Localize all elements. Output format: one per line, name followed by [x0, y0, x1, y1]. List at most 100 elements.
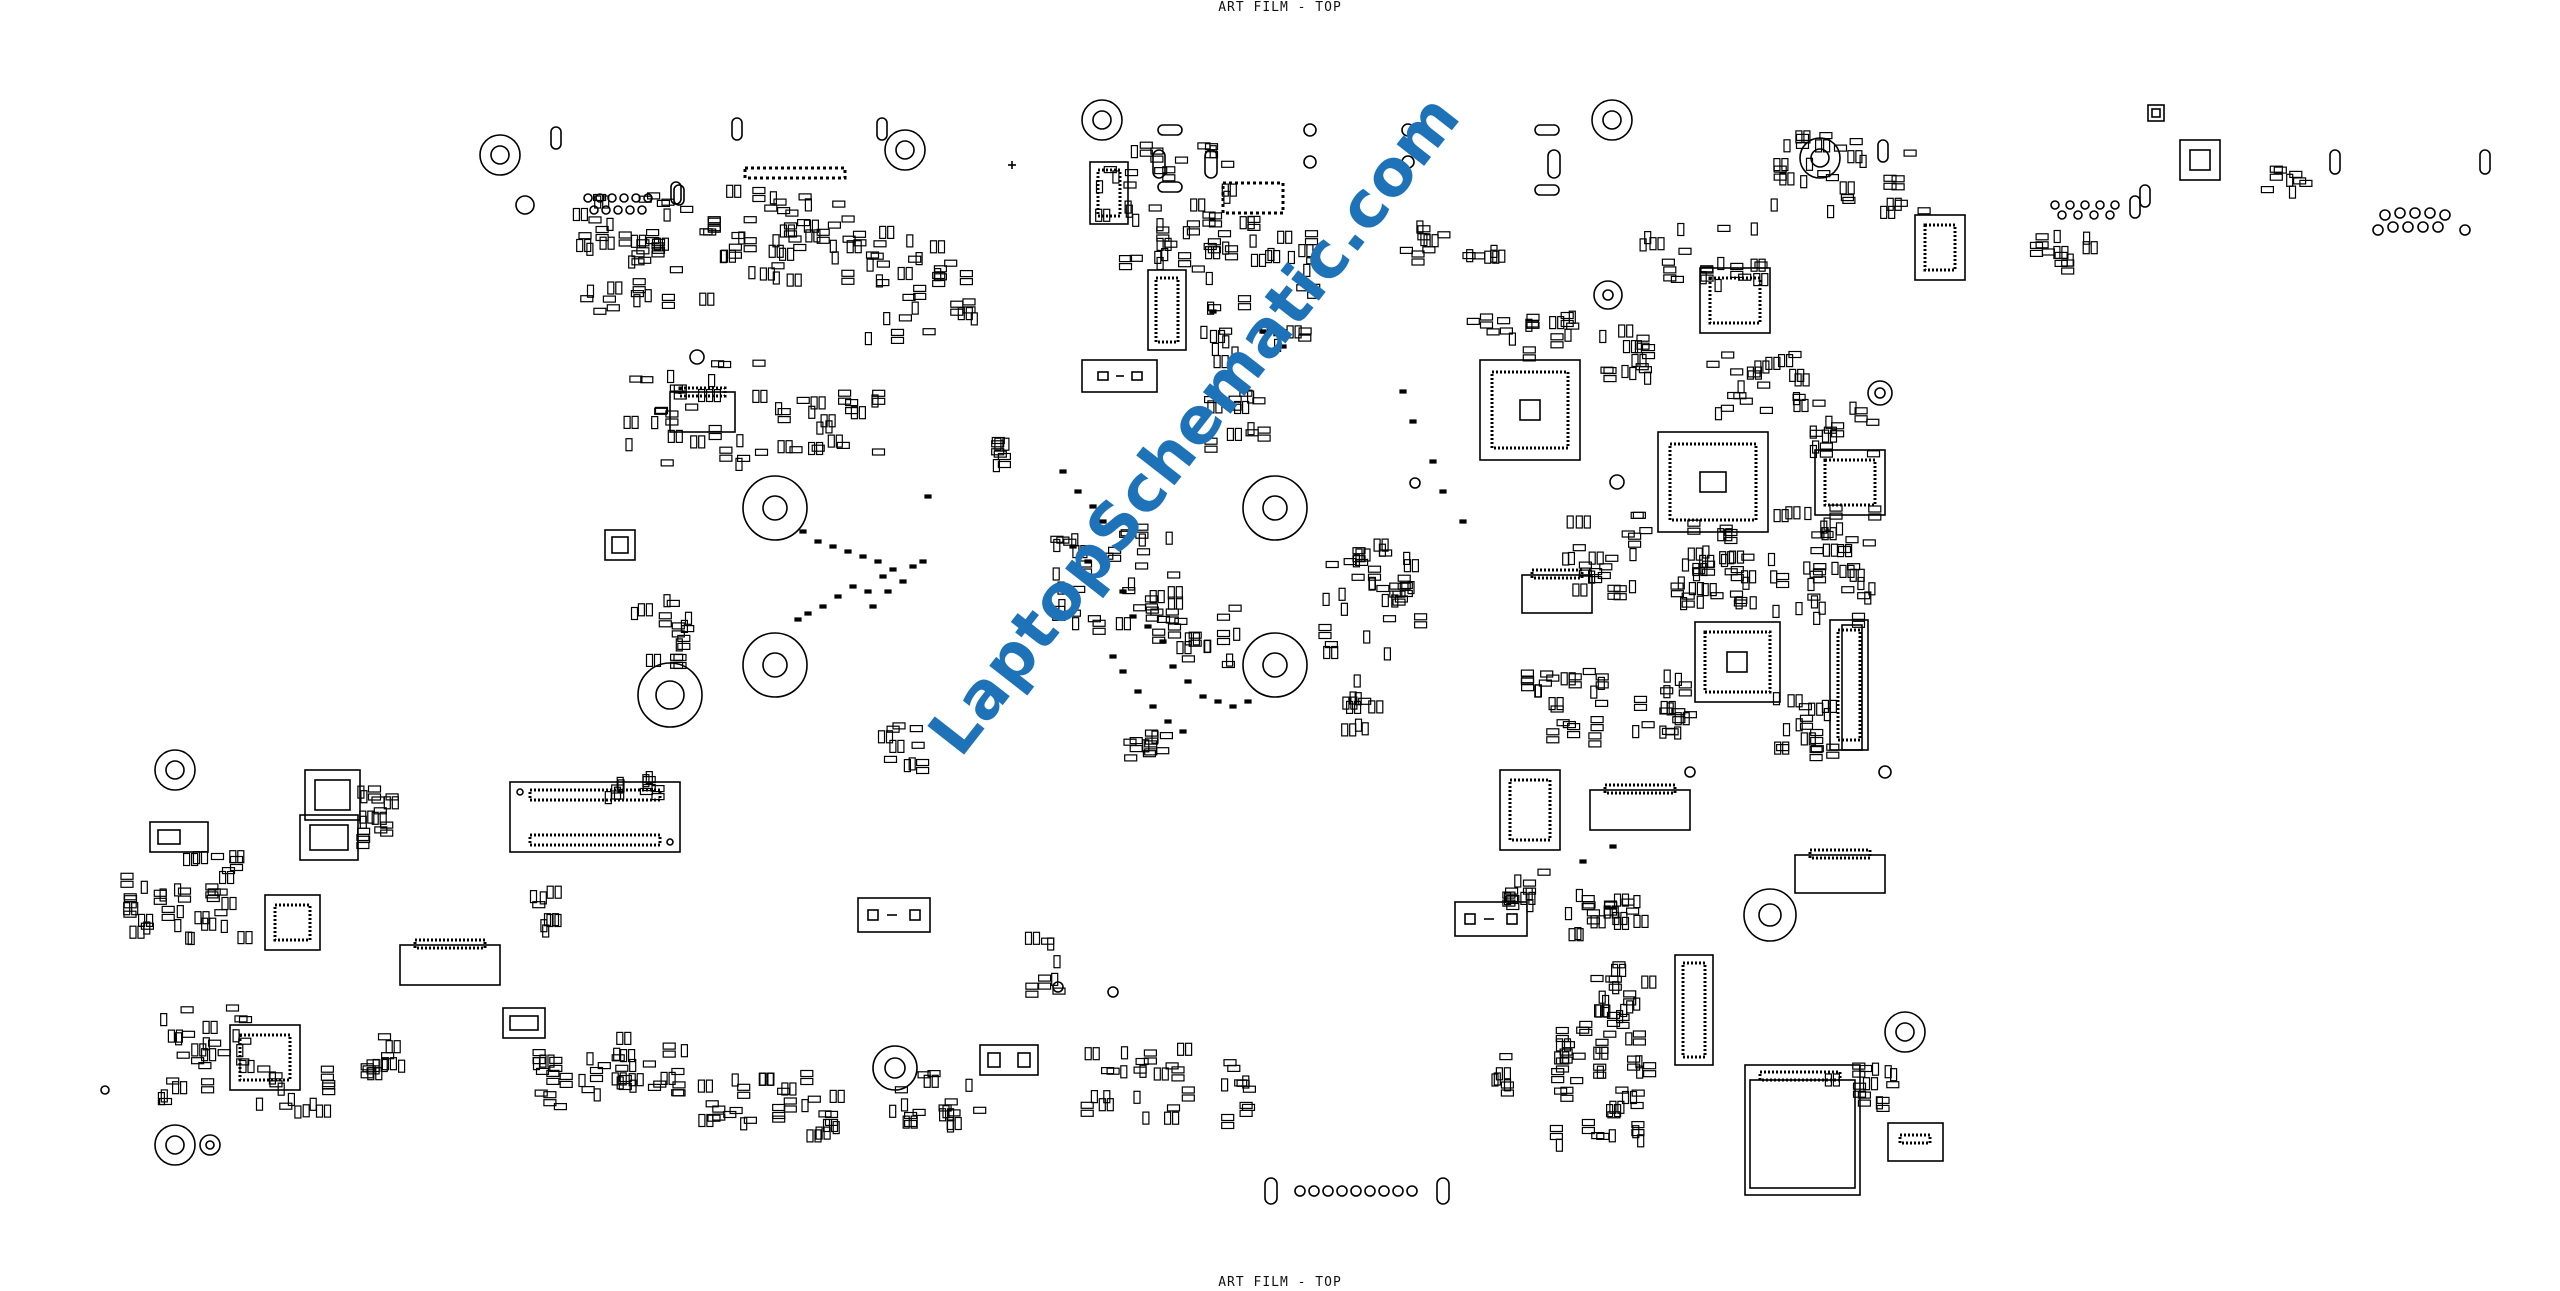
mounting-hole — [1081, 99, 1123, 141]
smd-pad — [357, 785, 365, 799]
inductor — [2147, 104, 2165, 122]
smd-pad — [543, 1091, 557, 1099]
smd-pad — [1862, 1077, 1871, 1091]
smd-pad — [1829, 512, 1843, 520]
smd-pad — [1663, 685, 1671, 699]
smd-pad — [835, 434, 843, 448]
smd-pad — [1124, 200, 1132, 214]
inductor — [502, 1007, 546, 1039]
smd-pad — [615, 281, 623, 295]
smd-pad — [1595, 673, 1609, 681]
smd-pad — [1631, 353, 1639, 368]
smd-pad — [1133, 1090, 1141, 1104]
smd-pad — [846, 240, 854, 254]
smd-pad — [1025, 990, 1039, 998]
smd-pad — [927, 1069, 941, 1078]
smd-pad — [357, 827, 371, 835]
smd-pad — [651, 784, 665, 793]
smd-pad — [1681, 592, 1695, 600]
smd-pad — [1663, 266, 1677, 274]
smd-pad — [911, 741, 925, 749]
smd-pad — [383, 796, 391, 810]
qfn-chip-lower-left — [229, 1024, 301, 1091]
inductor — [979, 1044, 1039, 1076]
smd-pad — [1181, 655, 1196, 663]
mounting-hole — [872, 1045, 918, 1091]
smd-pad — [1821, 527, 1829, 541]
smd-pad — [666, 599, 680, 608]
smd-pad — [912, 1108, 926, 1117]
mounting-hole — [1242, 632, 1308, 698]
smd-pad — [1350, 696, 1358, 710]
smd-pad — [1136, 548, 1151, 556]
smd-pad — [1696, 595, 1704, 609]
qfn-chip-left — [264, 894, 321, 951]
smd-pad — [1581, 902, 1595, 911]
smd-pad — [1164, 240, 1178, 248]
smd-pad — [207, 888, 221, 896]
smd-pad — [1798, 703, 1813, 711]
smd-pad — [611, 1072, 619, 1086]
smd-pad — [181, 1030, 196, 1038]
smd-pad — [685, 403, 699, 411]
smd-pad — [1057, 581, 1065, 595]
smd-pad — [823, 1126, 831, 1140]
smd-pad — [1597, 571, 1611, 580]
smd-pad — [1234, 1079, 1248, 1087]
smd-pad — [1514, 874, 1522, 888]
smd-pad — [1799, 722, 1814, 730]
smd-pad — [662, 1042, 676, 1050]
smd-pad — [1597, 676, 1605, 691]
smd-pad — [743, 245, 757, 253]
smd-pad — [1287, 250, 1296, 265]
smd-pad — [1800, 732, 1808, 746]
via-mark — [1169, 664, 1177, 669]
smd-pad — [623, 415, 631, 429]
smd-pad — [1032, 931, 1041, 945]
smd-pad — [864, 332, 873, 346]
smd-pad — [1407, 580, 1415, 595]
smd-pad — [1546, 674, 1560, 682]
smd-pad — [1903, 149, 1917, 157]
smd-pad — [1851, 620, 1866, 628]
smd-pad — [1161, 1067, 1169, 1081]
smd-pad — [1338, 587, 1346, 601]
smd-pad — [1184, 640, 1192, 655]
smd-pad — [1053, 955, 1061, 969]
smd-pad — [997, 452, 1012, 461]
smd-pad — [783, 1105, 797, 1113]
smd-pad — [1855, 150, 1863, 164]
smd-pad — [820, 414, 828, 428]
smd-pad — [1221, 1113, 1235, 1122]
smd-pad — [1811, 531, 1825, 539]
art-film-title-bottom: ART FILM - TOP — [1218, 1275, 1342, 1290]
smd-pad — [698, 435, 706, 449]
smd-pad — [1632, 1125, 1640, 1139]
smd-pad — [1167, 586, 1175, 600]
smd-pad — [357, 835, 371, 843]
smd-pad — [1566, 722, 1581, 731]
smd-pad — [1649, 975, 1657, 989]
smd-pad — [1025, 982, 1039, 990]
smd-pad — [1886, 1081, 1900, 1089]
smd-pad — [772, 1103, 786, 1112]
smd-pad — [1198, 198, 1206, 212]
smd-pad — [875, 274, 884, 288]
smd-pad — [710, 360, 725, 368]
via-mark — [1399, 389, 1407, 394]
smd-pad — [602, 295, 617, 303]
smd-pad — [1331, 645, 1339, 660]
smd-pad — [1221, 183, 1229, 197]
smd-pad — [671, 622, 685, 630]
smd-pad — [647, 1083, 662, 1092]
smd-pad — [1367, 573, 1382, 581]
smd-pad — [1770, 198, 1778, 212]
smd-pad — [1053, 538, 1061, 553]
smd-pad — [887, 225, 895, 239]
smd-pad — [1047, 937, 1055, 951]
smd-pad — [161, 905, 175, 914]
smd-pad — [1735, 596, 1743, 610]
smd-pad — [123, 893, 137, 901]
smd-pad — [842, 235, 856, 243]
smd-pad — [1615, 1086, 1629, 1094]
